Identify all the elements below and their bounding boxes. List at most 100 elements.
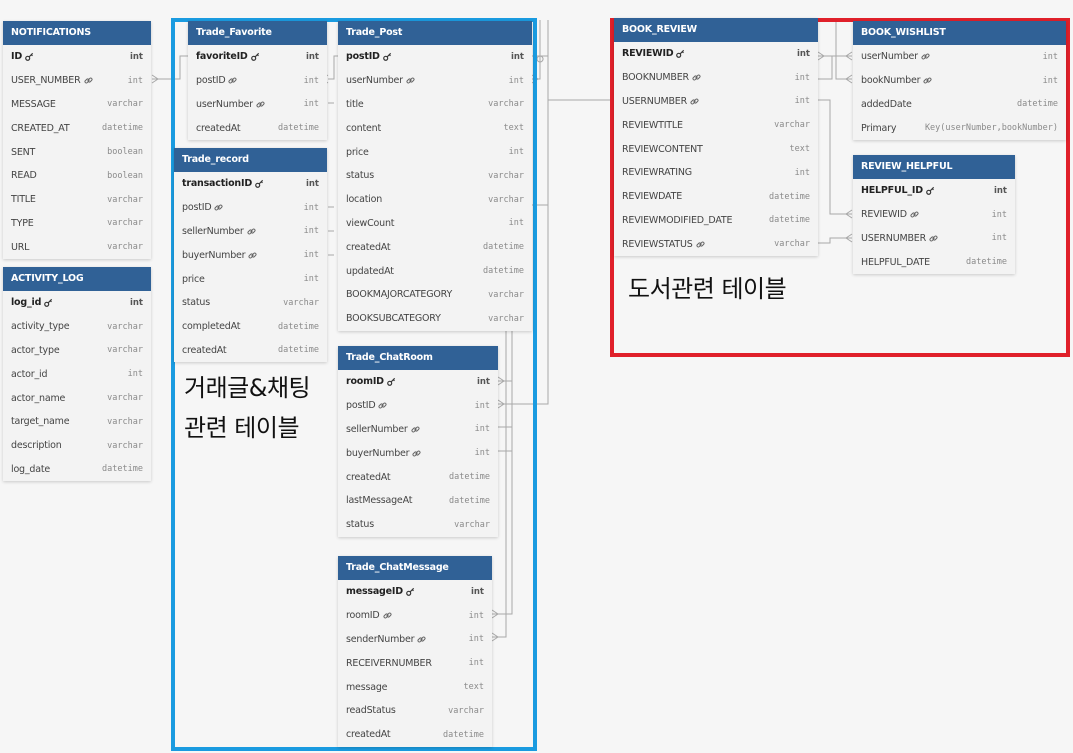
table-title[interactable]: Trade_Post (338, 21, 532, 45)
table-title[interactable]: BOOK_WISHLIST (853, 21, 1066, 45)
table-title[interactable]: NOTIFICATIONS (3, 21, 151, 45)
table-title[interactable]: Trade_record (174, 148, 327, 172)
field-type: varchar (488, 170, 524, 181)
table-title[interactable]: Trade_ChatRoom (338, 346, 498, 370)
field-type: int (991, 233, 1007, 244)
field-type: text (463, 682, 484, 693)
field-type: varchar (107, 393, 143, 404)
table-title[interactable]: ACTIVITY_LOG (3, 267, 151, 291)
field-name: URL (11, 241, 30, 253)
field-type: varchar (488, 194, 524, 205)
table-title[interactable]: Trade_Favorite (188, 21, 327, 45)
field-name: messageID (346, 586, 403, 598)
table-title[interactable]: REVIEW_HELPFUL (853, 155, 1015, 179)
table-title[interactable]: Trade_ChatMessage (338, 556, 492, 580)
field-name: bookNumber (861, 75, 921, 87)
table-title[interactable]: BOOK_REVIEW (614, 18, 818, 42)
